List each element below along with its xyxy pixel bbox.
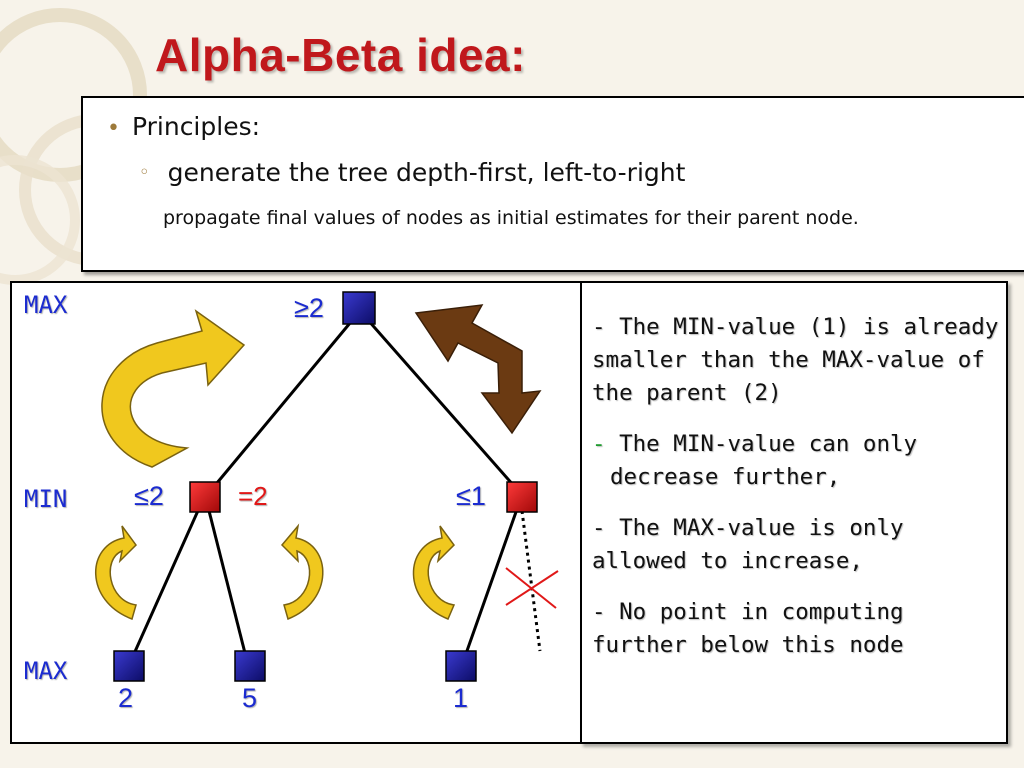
note-text-continuation: decrease further, [610,464,841,490]
edge-left-leaf2 [203,494,250,666]
level-label-min: MIN [24,485,68,513]
level-label-max-bottom: MAX [24,657,68,685]
principles-heading: Principles: [131,112,261,141]
note-text: The MIN-value can only [605,431,918,457]
leaf-max-node-3 [445,650,477,682]
left-min-estimate: ≤2 [134,481,164,511]
note-3: - The MAX-value is only allowed to incre… [592,512,1002,578]
leaf-value-1: 2 [118,683,134,713]
right-min-estimate: ≤1 [456,481,486,511]
note-dash: - [592,599,606,625]
leaf-value-3: 1 [453,683,469,713]
root-max-node [342,291,376,325]
note-dash-green: - [592,431,606,457]
note-text: The MAX-value is only allowed to increas… [592,515,904,574]
principles-detail: propagate final values of nodes as initi… [163,207,859,229]
note-2: - The MIN-value can only decrease further… [592,428,1002,494]
leaf-max-node-2 [234,650,266,682]
slide-title: Alpha-Beta idea: [155,29,526,81]
left-min-final-value: =2 [238,481,268,511]
yellow-small-arrow-icon-3 [412,525,456,620]
principles-bullet: • Principles: [107,112,260,141]
note-1: - The MIN-value (1) is already smaller t… [592,311,1002,410]
leaf-max-node-1 [113,650,145,682]
note-text: The MIN-value (1) is already smaller tha… [592,314,999,406]
note-4: - No point in computing further below th… [592,596,1002,662]
right-min-node [506,481,538,513]
note-dash: - [592,515,606,541]
tree-diagram-panel: MAX MIN MAX ≥2 ≤2 =2 ≤1 2 5 1 [10,281,582,744]
note-dash: - [592,314,606,340]
yellow-small-arrow-icon-2 [280,523,324,620]
edge-right-leaf3 [460,494,524,666]
prune-cross-stroke [505,570,559,606]
bullet-dot-icon: • [107,116,120,141]
tree-diagram [95,291,559,682]
edge-root-right [358,310,524,496]
root-estimate: ≥2 [294,293,324,323]
pruned-edge [520,510,542,652]
edge-left-leaf1 [127,494,207,666]
principles-sub-bullet: ◦ generate the tree depth-first, left-to-… [139,158,685,187]
left-min-node [189,481,221,513]
note-text: No point in computing further below this… [592,599,904,658]
yellow-up-arrow-icon [101,309,246,468]
leaf-value-2: 5 [242,683,258,713]
principles-sub-item: generate the tree depth-first, left-to-r… [167,158,686,187]
principles-box: • Principles: ◦ generate the tree depth-fi… [81,96,1024,272]
yellow-small-arrow-icon-1 [95,525,137,620]
edge-root-left [205,310,362,496]
notes-panel: - The MIN-value (1) is already smaller t… [580,281,1008,744]
bullet-ring-icon: ◦ [139,162,150,183]
level-label-max-top: MAX [24,291,68,319]
brown-down-arrow-icon [414,304,542,435]
